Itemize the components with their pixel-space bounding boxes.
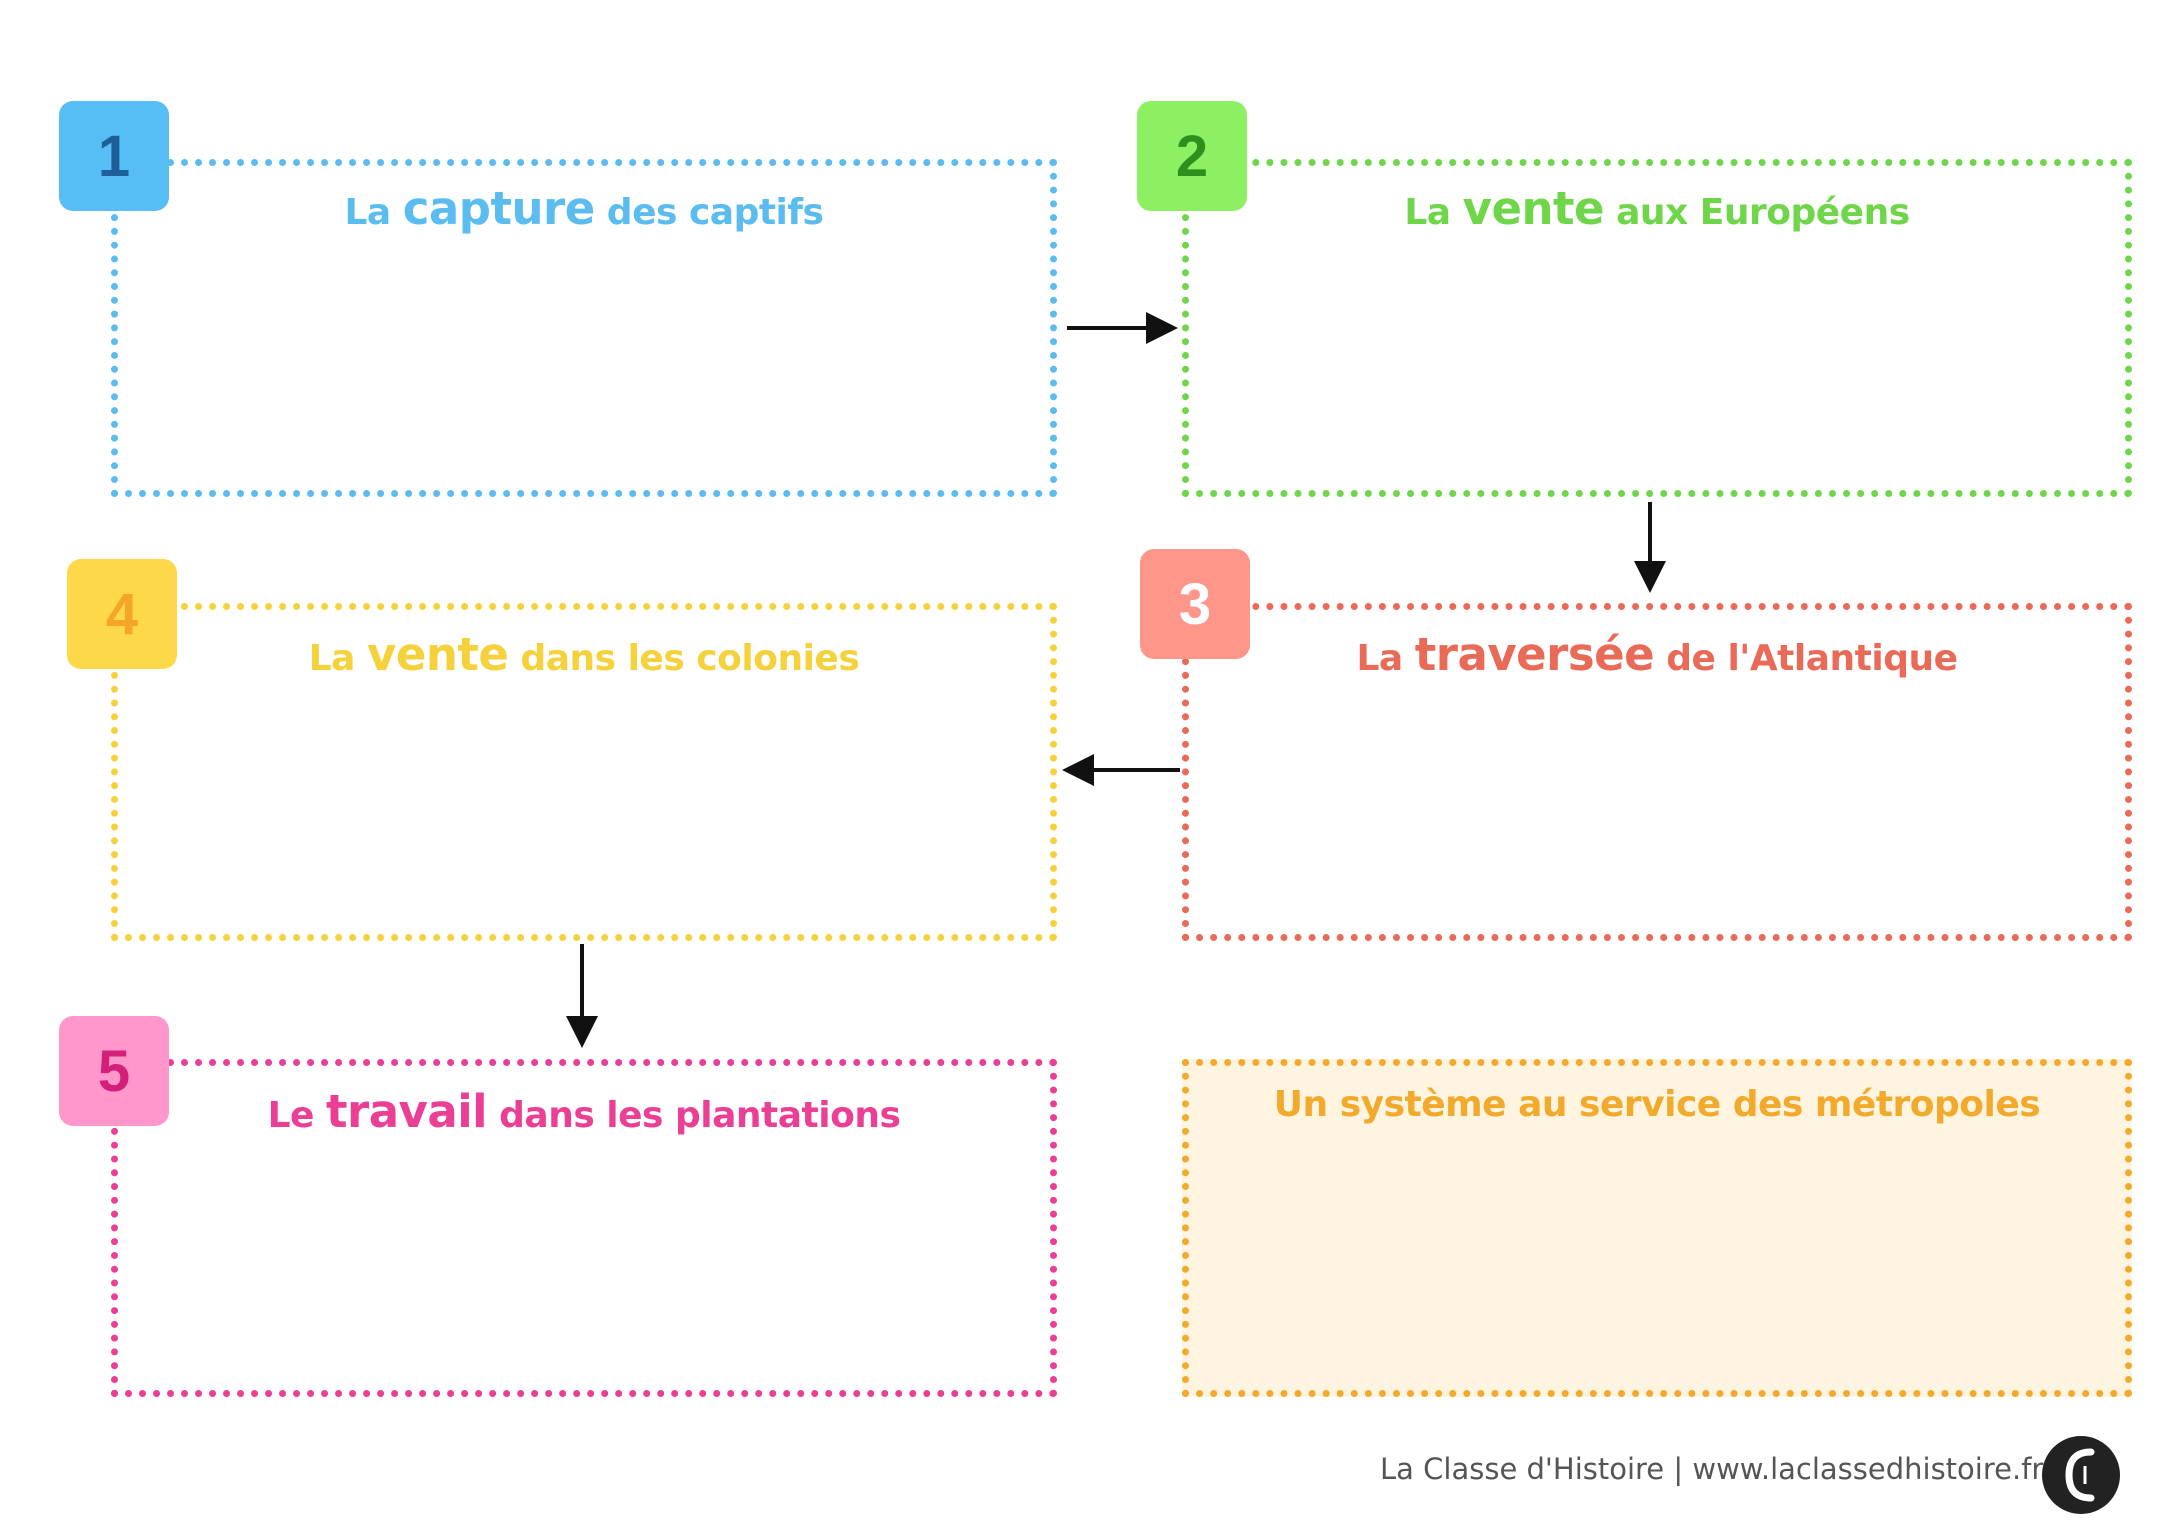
step-5-number: 5 <box>97 1038 131 1104</box>
step-2-box <box>1182 159 2132 497</box>
step-1-keyword: capture <box>402 182 596 235</box>
summary-box <box>1182 1059 2132 1397</box>
step-2-keyword: vente <box>1462 182 1605 235</box>
step-2-badge: 2 <box>1137 101 1247 211</box>
step-1-number: 1 <box>97 123 131 189</box>
step-5-keyword: travail <box>325 1085 488 1138</box>
step-2-number: 2 <box>1175 123 1209 189</box>
step-4-badge: 4 <box>67 559 177 669</box>
step-1-title: La capture des captifs <box>344 182 824 235</box>
step-4-title: La vente dans les colonies <box>308 628 860 681</box>
step-5-box <box>111 1059 1057 1397</box>
step-3-badge: 3 <box>1140 549 1250 659</box>
step-3-keyword: traversée <box>1414 628 1655 681</box>
step-2-title: La vente aux Européens <box>1404 182 1910 235</box>
summary-title: Un système au service des métropoles <box>1273 1084 2041 1125</box>
step-3-title: La traversée de l'Atlantique <box>1356 628 1958 681</box>
logo-glyph <box>2065 1448 2095 1502</box>
step-5-badge: 5 <box>59 1016 169 1126</box>
step-1-badge: 1 <box>59 101 169 211</box>
step-4-number: 4 <box>105 581 139 647</box>
step-4-box <box>111 603 1057 941</box>
step-1-box <box>111 159 1057 497</box>
step-4-keyword: vente <box>366 628 509 681</box>
site-logo-icon <box>2042 1436 2120 1514</box>
step-3-number: 3 <box>1178 571 1212 637</box>
step-5-title: Le travail dans les plantations <box>267 1085 901 1138</box>
footer-credit: La Classe d'Histoire | www.laclassedhist… <box>1380 1452 2044 1486</box>
step-3-box <box>1182 603 2132 941</box>
